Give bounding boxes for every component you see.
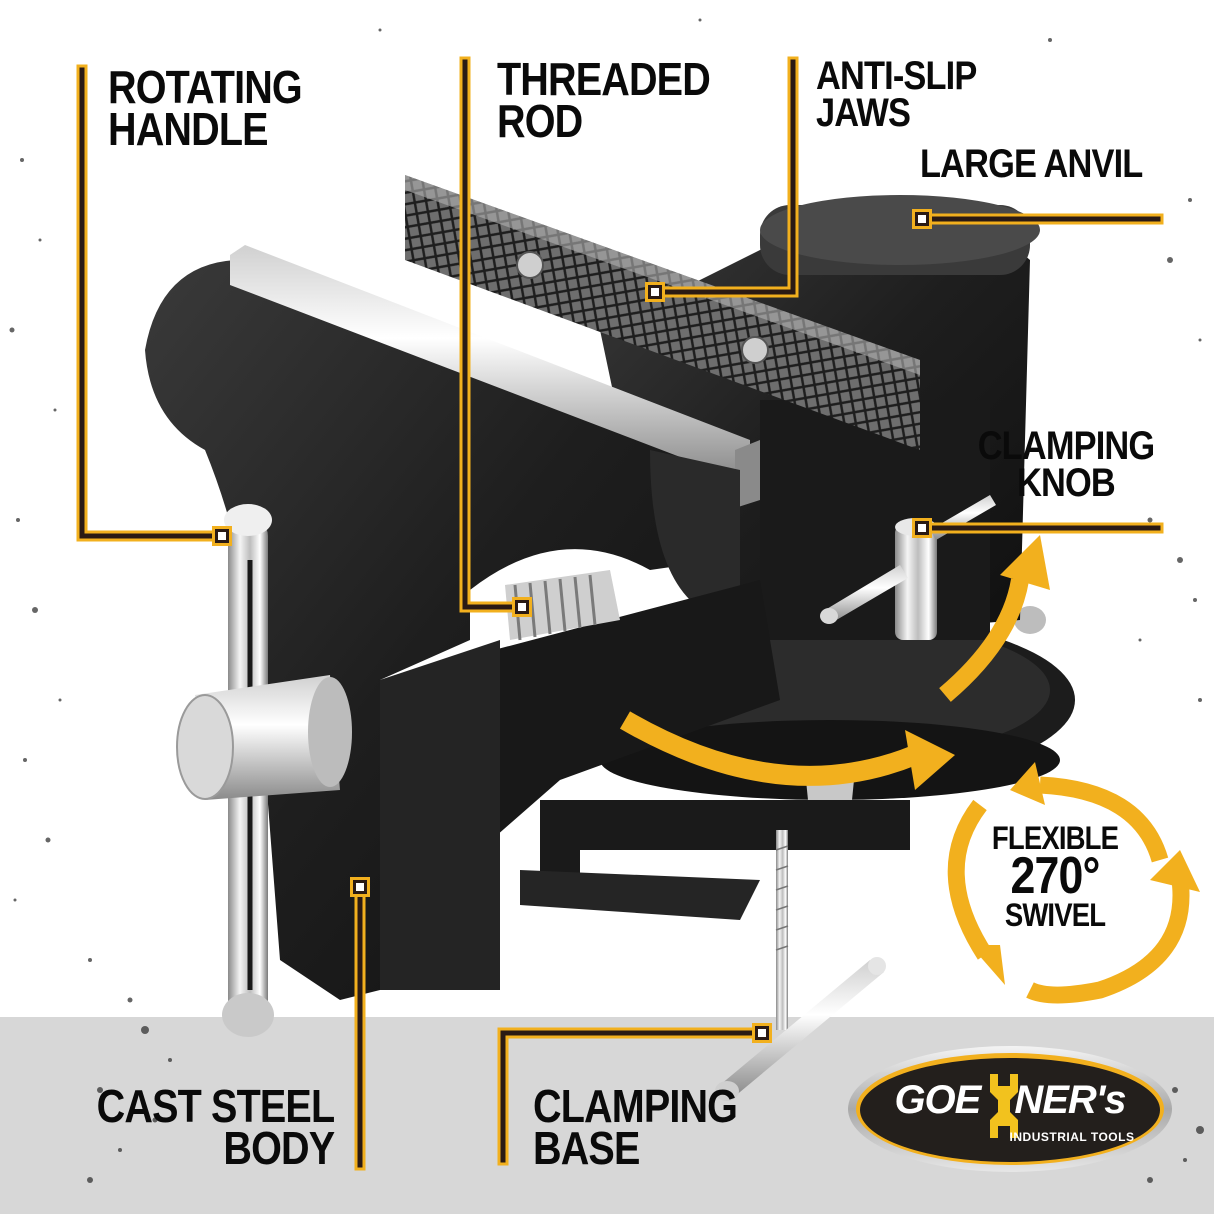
callout-clamping-base-line2: BASE <box>533 1122 640 1175</box>
callout-rotating-handle: ROTATING HANDLE <box>108 61 303 156</box>
callout-cast-steel-body-line2: BODY <box>223 1122 335 1175</box>
callout-clamping-knob-line2: KNOB <box>1017 460 1116 505</box>
callout-large-anvil: LARGE ANVIL <box>920 142 1143 186</box>
brand-tagline: INDUSTRIAL TOOLS <box>1009 1130 1135 1144</box>
logo-oval <box>848 1046 1172 1172</box>
callout-swivel-line1: FLEXIBLE <box>991 820 1119 856</box>
brand-logo: GOE NER's INDUSTRIAL TOOLS <box>846 1044 1174 1174</box>
callout-clamping-base-line1: CLAMPING <box>533 1080 738 1132</box>
callout-swivel: FLEXIBLE 270° SWIVEL <box>973 820 1136 934</box>
callout-threaded-rod: THREADED ROD <box>497 53 711 148</box>
callout-clamping-knob: CLAMPING KNOB <box>971 424 1162 505</box>
callout-anti-slip-jaws: ANTI-SLIP JAWS <box>816 54 977 135</box>
callout-clamping-base: CLAMPING BASE <box>533 1080 738 1175</box>
callout-swivel-line3: SWIVEL <box>1004 897 1106 934</box>
wrench-icon <box>990 1074 1018 1138</box>
callout-rotating-handle-line2: HANDLE <box>108 103 269 156</box>
callout-swivel-line2: 270° <box>1010 847 1100 906</box>
callout-rotating-handle-line1: ROTATING <box>108 61 303 113</box>
callout-threaded-rod-line1: THREADED <box>497 53 711 105</box>
brand-name-prefix: GOE <box>894 1078 981 1122</box>
callout-cast-steel-body-line1: CAST STEEL <box>96 1080 334 1132</box>
callout-large-anvil-line1: LARGE ANVIL <box>920 142 1143 186</box>
callout-threaded-rod-line2: ROD <box>497 95 583 148</box>
callout-anti-slip-jaws-line1: ANTI-SLIP <box>816 54 977 98</box>
brand-name: GOE NER's <box>846 1078 1174 1123</box>
brand-name-suffix: NER's <box>1014 1078 1126 1122</box>
callout-cast-steel-body: CAST STEEL BODY <box>96 1080 335 1175</box>
callout-clamping-knob-line1: CLAMPING <box>977 424 1155 468</box>
callout-anti-slip-jaws-line2: JAWS <box>816 90 911 135</box>
